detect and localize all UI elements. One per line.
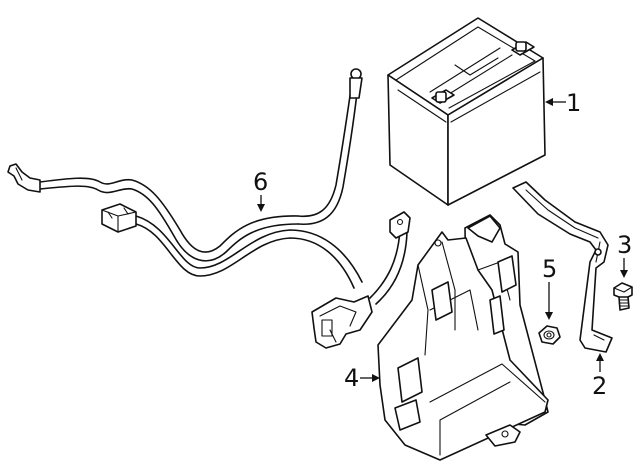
callout-1-label: 1 — [566, 89, 581, 117]
callout-6-label: 6 — [253, 168, 268, 196]
nut-icon — [538, 325, 561, 345]
callout-3-label: 3 — [617, 231, 632, 259]
battery-icon — [387, 17, 546, 206]
cable-icon — [7, 68, 411, 349]
tray-icon — [377, 214, 549, 461]
callout-5-label: 5 — [542, 255, 557, 283]
callout-4-label: 4 — [344, 364, 359, 392]
callout-4: 4 — [344, 364, 380, 392]
callout-2: 2 — [592, 353, 607, 400]
bracket-icon — [512, 181, 613, 353]
callout-2-label: 2 — [592, 372, 607, 400]
callout-5: 5 — [542, 255, 557, 320]
callout-1: 1 — [545, 89, 581, 117]
bolt-icon — [613, 282, 633, 311]
callout-3: 3 — [617, 231, 632, 278]
callout-6: 6 — [253, 168, 268, 212]
